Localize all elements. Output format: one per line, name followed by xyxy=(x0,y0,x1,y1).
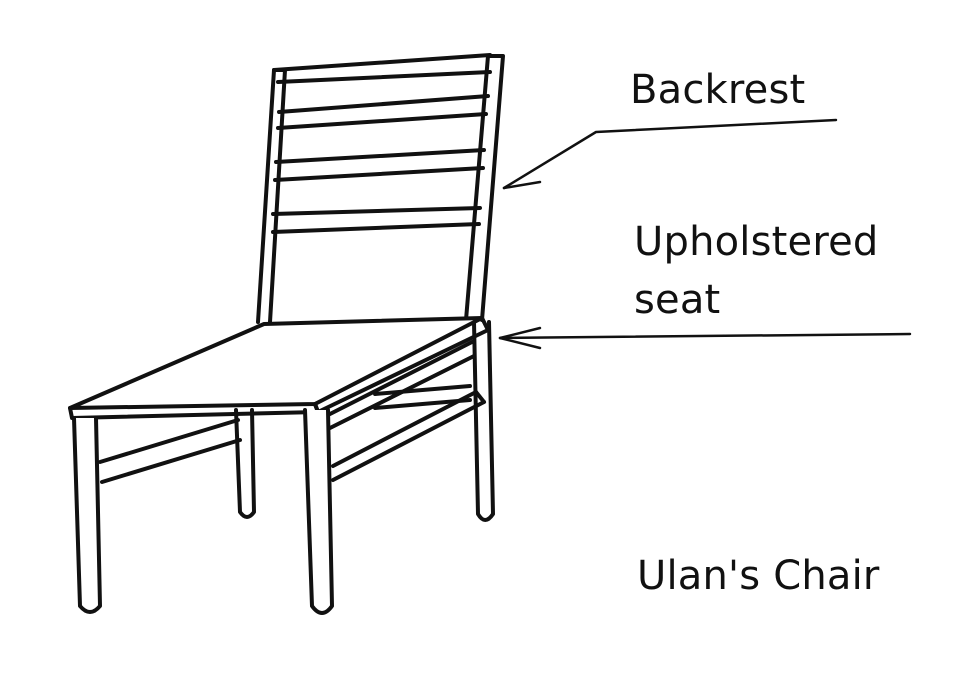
upholstered-seat-label-line2: seat xyxy=(634,277,721,323)
backrest-pointer-arrow xyxy=(502,118,838,190)
back-right-leg xyxy=(472,320,495,522)
left-stretcher xyxy=(98,418,242,484)
backrest-label: Backrest xyxy=(630,67,806,113)
front-right-leg xyxy=(303,408,334,615)
seat-pointer-arrow xyxy=(498,326,912,350)
upholstered-seat-label-line1: Upholstered xyxy=(634,219,879,265)
back-left-leg xyxy=(234,408,256,519)
seat-apron xyxy=(68,316,490,420)
backrest-slats xyxy=(271,53,492,234)
front-left-leg xyxy=(72,416,102,614)
seat-side-rail xyxy=(328,340,476,430)
diagram-title: Ulan's Chair xyxy=(637,553,880,599)
